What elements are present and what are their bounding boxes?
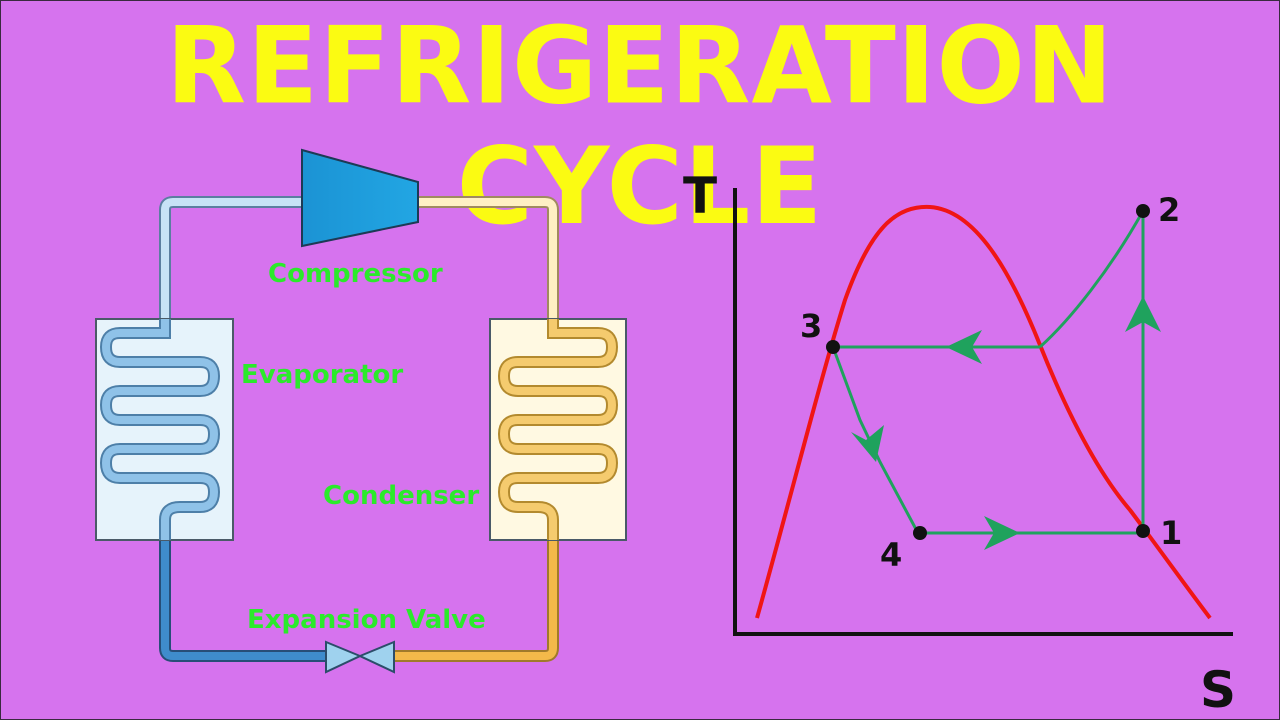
evaporator-label: Evaporator bbox=[241, 360, 403, 390]
point-label-4: 4 bbox=[880, 536, 902, 574]
arrow-right-icon bbox=[984, 516, 1020, 550]
t-axis-label: T bbox=[683, 167, 717, 225]
ts-diagram: T S 1 bbox=[683, 167, 1236, 719]
system-schematic: Compressor Evaporator Condenser Expansio… bbox=[95, 148, 627, 674]
point-label-2: 2 bbox=[1158, 191, 1180, 229]
condenser-label: Condenser bbox=[323, 481, 479, 511]
cycle-path bbox=[831, 210, 1145, 535]
evaporator-unit bbox=[95, 318, 234, 541]
arrow-up-icon bbox=[1125, 296, 1161, 332]
point-label-1: 1 bbox=[1160, 514, 1182, 552]
point-label-3: 3 bbox=[800, 307, 822, 345]
state-point-1 bbox=[1136, 524, 1150, 538]
condenser-unit bbox=[489, 318, 627, 541]
suction-pipe bbox=[159, 196, 305, 320]
state-point-3 bbox=[826, 340, 840, 354]
cycle-arrows bbox=[851, 296, 1161, 550]
state-points bbox=[826, 204, 1150, 540]
compressor-symbol bbox=[301, 148, 419, 248]
state-point-4 bbox=[913, 526, 927, 540]
expansion-valve-symbol bbox=[325, 640, 395, 674]
arrow-left-icon bbox=[946, 330, 982, 364]
discharge-pipe bbox=[418, 196, 559, 320]
page-title: REFRIGERATION CYCLE bbox=[166, 3, 1114, 249]
s-axis-label: S bbox=[1200, 661, 1236, 719]
liquid-line-pipe bbox=[392, 540, 559, 662]
expansion-valve-label: Expansion Valve bbox=[247, 605, 486, 635]
compressor-label: Compressor bbox=[268, 259, 443, 289]
arrow-down-icon bbox=[851, 425, 884, 462]
state-point-2 bbox=[1136, 204, 1150, 218]
evaporator-inlet-pipe bbox=[159, 540, 328, 662]
saturation-dome-curve bbox=[755, 204, 1212, 620]
